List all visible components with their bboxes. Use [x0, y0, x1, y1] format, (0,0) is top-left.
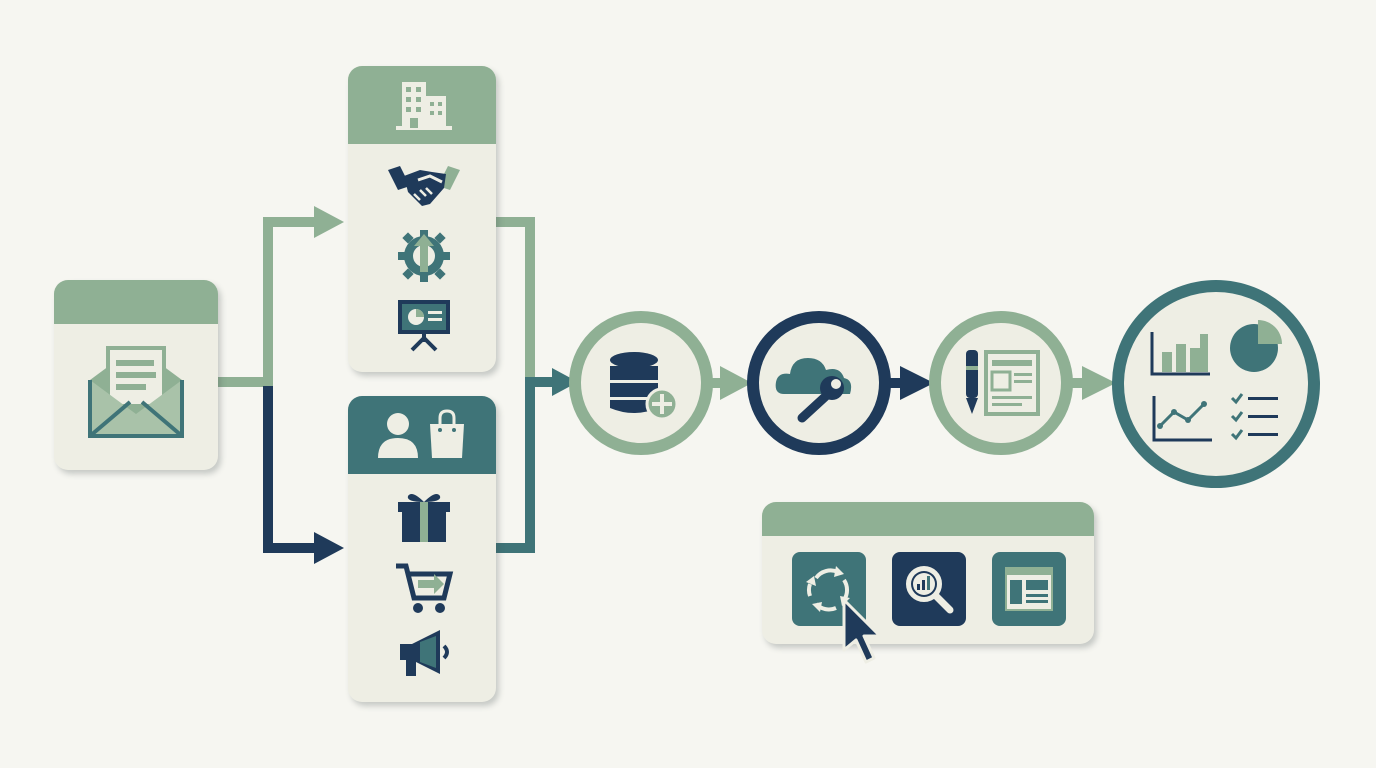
layout-tool-button[interactable]: [992, 552, 1066, 626]
arrow-to-business: [314, 206, 344, 238]
megaphone-icon: [400, 630, 449, 676]
gear-growth-icon: [398, 230, 450, 282]
tools-panel-header: [762, 502, 1094, 536]
arrow-to-consumer: [314, 532, 344, 564]
pen-document-icon: [966, 350, 1040, 416]
business-group-card: [348, 66, 496, 372]
web-layout-icon: [1005, 567, 1053, 611]
shopping-bag-icon: [430, 409, 464, 458]
arrow-cloud-doc: [900, 366, 934, 400]
magnify-chart-icon: [906, 566, 954, 614]
connector-source-business: [218, 217, 318, 387]
tools-panel: [762, 502, 1094, 644]
cloud-wrench-icon: [775, 358, 852, 423]
consumer-card-header: [348, 396, 496, 474]
inspect-tool-button[interactable]: [892, 552, 966, 626]
arrow-to-database: [552, 368, 578, 396]
document-node: [928, 310, 1074, 456]
arrow-doc-analytics: [1082, 366, 1116, 400]
connector-source-consumer: [263, 386, 318, 553]
presentation-board-icon: [398, 300, 450, 352]
cloud-processing-node: [746, 310, 892, 456]
analytics-dashboard-icon: [1150, 320, 1282, 442]
user-icon: [378, 413, 418, 458]
analytics-node: [1108, 276, 1324, 492]
office-building-icon: [396, 82, 452, 130]
mouse-cursor-icon: [842, 598, 882, 664]
database-node: [568, 310, 714, 456]
gift-box-icon: [398, 494, 450, 542]
handshake-icon: [388, 166, 460, 206]
source-card-header: [54, 280, 218, 324]
connector-consumer-out: [496, 377, 556, 553]
connector-business-out: [496, 217, 535, 382]
source-email-card: [54, 280, 218, 470]
email-envelope-icon: [88, 346, 184, 438]
arrow-db-cloud: [720, 366, 752, 400]
consumer-group-card: [348, 396, 496, 702]
shopping-cart-icon: [396, 563, 454, 613]
database-add-icon: [610, 352, 679, 421]
